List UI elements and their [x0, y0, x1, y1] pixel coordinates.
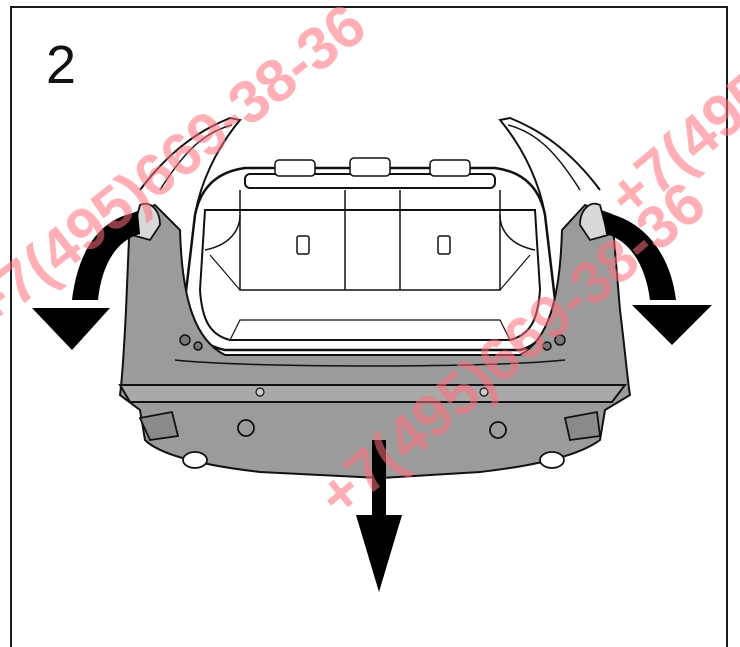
arrow-down-head-icon — [356, 515, 402, 592]
watermark-right: +7(495)669-38-36 — [595, 0, 740, 230]
exhaust-left — [182, 451, 208, 469]
headrest-right — [429, 159, 471, 177]
arrow-left-icon — [72, 212, 140, 300]
parking-sensor-right — [489, 421, 507, 439]
arrow-right-head-icon — [632, 305, 712, 345]
reflector-left — [138, 410, 180, 441]
reflector-right — [563, 410, 602, 442]
headrest-center — [349, 157, 391, 177]
panel-frame — [10, 6, 728, 647]
rear-light-sensor-left — [179, 334, 191, 346]
arrow-left-head-icon — [32, 308, 110, 350]
seat-latch-right — [437, 235, 451, 255]
exhaust-right — [539, 451, 565, 469]
bumper-lower-lip — [118, 384, 628, 403]
cargo-area — [183, 157, 557, 352]
arrow-down-shaft-icon — [372, 440, 386, 518]
seat-latch-left — [296, 235, 310, 255]
rear-light-sensor-right — [554, 334, 566, 346]
step-number: 2 — [46, 35, 77, 95]
arrow-right-icon — [602, 212, 676, 300]
headrest-left — [274, 159, 316, 177]
pull-arrows — [32, 212, 712, 592]
vehicle-body — [139, 116, 601, 216]
tail-light-right — [579, 202, 610, 242]
parking-sensor-left — [237, 419, 255, 437]
rear-bumper — [118, 202, 632, 480]
